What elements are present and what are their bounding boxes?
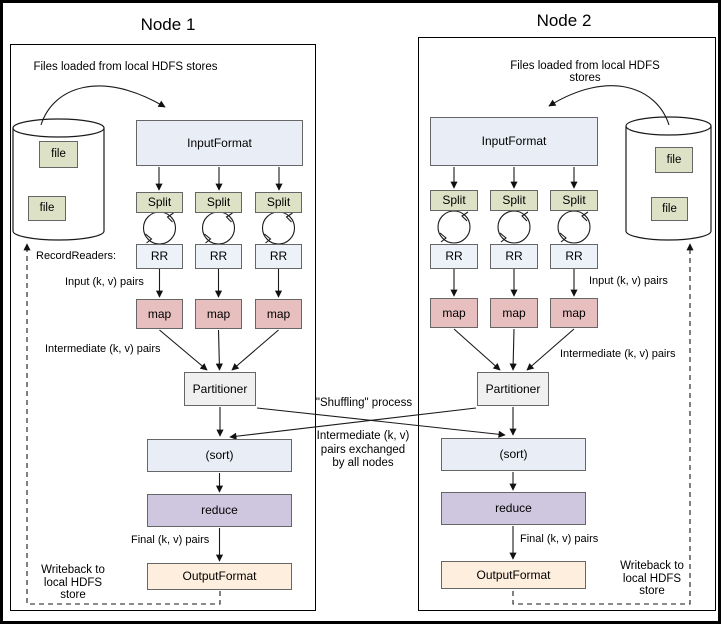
- writeback-dashed-arrow-node2: [512, 243, 694, 605]
- node1-box: [10, 44, 316, 611]
- record-reader-loop-icon: [261, 211, 296, 245]
- map-partitioner-arrow: [526, 328, 575, 371]
- node2-reduce-box: reduce: [441, 492, 586, 525]
- hdfs-store-cylinder-node2: [625, 116, 712, 241]
- record-reader-loop-icon: [437, 210, 471, 244]
- node2-file-box-1: file: [655, 147, 693, 173]
- node2-box: [418, 37, 716, 611]
- connector-layer: [12, 85, 712, 605]
- node2-sort-box: (sort): [441, 438, 586, 471]
- record-reader-loop-icon: [201, 211, 236, 245]
- node1-map-box-3: map: [255, 299, 302, 329]
- node1-file-box-2: file: [28, 196, 66, 221]
- map-partitioner-arrow: [453, 328, 501, 371]
- node1-input-pairs-label: Input (k, v) pairs: [65, 276, 144, 288]
- record-reader-loop-icon: [142, 211, 177, 245]
- node1-inputformat-box: InputFormat: [136, 120, 303, 166]
- node1-intermediate-pairs-label: Intermediate (k, v) pairs: [45, 343, 161, 355]
- node1-outputformat-box: OutputFormat: [147, 563, 292, 590]
- node2-final-pairs-label: Final (k, v) pairs: [520, 533, 599, 545]
- node1-partitioner-box: Partitioner: [184, 372, 256, 406]
- node1-split-box-3: Split: [255, 192, 302, 213]
- node2-rr-box-3: RR: [550, 244, 598, 269]
- node1-map-box-1: map: [136, 299, 183, 329]
- map-partitioner-arrow: [509, 328, 517, 371]
- node1-split-box-2: Split: [195, 192, 242, 213]
- node1-reduce-box: reduce: [147, 494, 292, 527]
- node2-outputformat-box: OutputFormat: [441, 561, 586, 589]
- record-reader-loop-icon: [497, 210, 531, 244]
- node2-inputformat-box: InputFormat: [430, 117, 598, 166]
- node1-recordreaders-label: RecordReaders:: [36, 250, 117, 262]
- node1-split-box-1: Split: [136, 192, 183, 213]
- node1-final-pairs-label: Final (k, v) pairs: [131, 534, 210, 546]
- node1-rr-box-1: RR: [136, 244, 183, 269]
- node2-writeback-label: Writeback to local HDFS store: [620, 560, 684, 597]
- node2-intermediate-pairs-label: Intermediate (k, v) pairs: [560, 348, 676, 360]
- shuffling-process-label: "Shuffling" process: [315, 397, 413, 409]
- node1-sort-box: (sort): [147, 439, 292, 472]
- node2-rr-box-2: RR: [490, 244, 538, 269]
- node2-partitioner-box: Partitioner: [477, 372, 549, 406]
- node2-map-box-3: map: [550, 298, 598, 328]
- shuffle-arrow-node1-to-node2: [256, 407, 506, 438]
- node1-writeback-label: Writeback to local HDFS store: [41, 564, 105, 601]
- node2-map-box-1: map: [430, 298, 478, 328]
- node1-map-box-2: map: [195, 299, 242, 329]
- hdfs-to-inputformat-arrow-node1: [40, 85, 166, 126]
- node1-file-box-1: file: [39, 141, 78, 168]
- node2-split-box-3: Split: [550, 190, 598, 211]
- node2-map-box-2: map: [490, 298, 538, 328]
- intermediate-exchange-label: Intermediate (k, v) pairs exchanged by a…: [316, 430, 410, 469]
- node2-input-pairs-label: Input (k, v) pairs: [589, 275, 668, 287]
- map-partitioner-arrow: [231, 329, 279, 371]
- hdfs-store-cylinder-node1: [12, 118, 105, 241]
- map-partitioner-arrow: [215, 329, 223, 371]
- node2-split-box-2: Split: [490, 190, 538, 211]
- node1-files-loaded-label: Files loaded from local HDFS stores: [33, 61, 218, 73]
- shuffle-arrow-node2-to-node1: [229, 407, 477, 440]
- node2-files-loaded-label: Files loaded from local HDFS stores: [510, 60, 660, 84]
- record-reader-loop-icon: [557, 210, 591, 244]
- node2-split-box-1: Split: [430, 190, 478, 211]
- node2-file-box-2: file: [651, 197, 688, 221]
- node2-title: Node 2: [536, 11, 592, 30]
- hdfs-to-inputformat-arrow-node2: [548, 85, 670, 126]
- writeback-dashed-arrow-node1: [23, 243, 221, 605]
- node1-title: Node 1: [140, 15, 196, 34]
- node2-rr-box-1: RR: [430, 244, 478, 269]
- node1-rr-box-3: RR: [255, 244, 302, 269]
- node1-rr-box-2: RR: [195, 244, 242, 269]
- map-partitioner-arrow: [159, 329, 208, 371]
